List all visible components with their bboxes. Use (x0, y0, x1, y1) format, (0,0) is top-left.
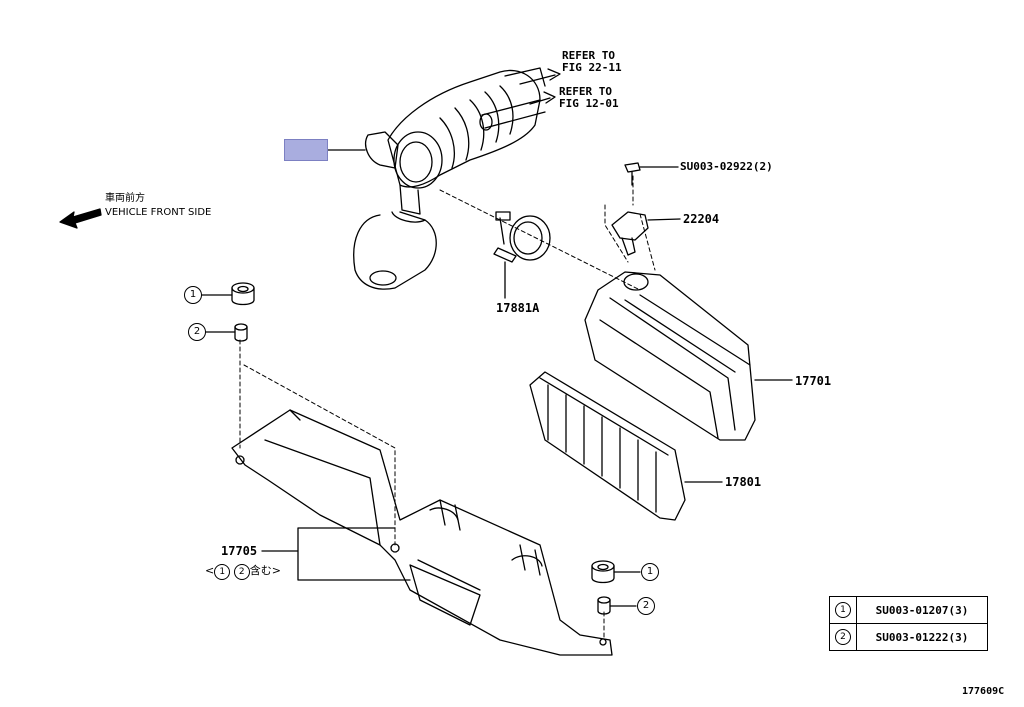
legend-circle-1: 1 (835, 602, 851, 618)
part-label-filter[interactable]: 17801 (725, 475, 762, 489)
legend-circle-2: 2 (835, 629, 851, 645)
front-arrow-shape (59, 208, 102, 229)
air-filter-element (529, 371, 723, 521)
vehicle-front-jp: 車両前方 (105, 193, 145, 204)
part-label-lower-case[interactable]: 17705 (221, 544, 258, 558)
collar-icon-right (597, 596, 611, 615)
part-label-clamp[interactable]: 17881A (496, 301, 540, 315)
refer-arrows (519, 68, 561, 105)
part-label-bolt[interactable]: SU003-02922(2) (680, 160, 773, 173)
figure-id: 177609C (962, 686, 1005, 697)
bolt-icon (624, 162, 679, 186)
callout-circle-1-right[interactable]: 1 (641, 563, 659, 581)
legend-row: 1 SU003-01207(3) (829, 596, 988, 624)
highlighted-part-marker[interactable] (284, 139, 328, 161)
collar-icon-left (234, 323, 248, 342)
intake-hose (387, 67, 546, 189)
parts-legend-table: 1 SU003-01207(3) 2 SU003-01222(3) (829, 596, 988, 651)
grommet-icon-right (591, 560, 615, 584)
resonator (353, 131, 437, 290)
hose-clamp (493, 211, 551, 299)
refer-label-2[interactable]: REFER TO FIG 12-01 (559, 85, 619, 110)
note-circle-1: 1 (214, 564, 231, 580)
callout-circle-2-left[interactable]: 2 (188, 323, 206, 341)
air-cleaner-case-lower (231, 409, 613, 656)
legend-row: 2 SU003-01222(3) (829, 623, 988, 651)
air-cleaner-case-upper (584, 271, 793, 441)
refer-label-1[interactable]: REFER TO FIG 22-11 (562, 49, 622, 74)
part-label-case[interactable]: 17701 (795, 374, 832, 388)
legend-code-1[interactable]: SU003-01207(3) (856, 596, 988, 624)
grommet-icon-left (231, 282, 255, 306)
note-circle-2: 2 (233, 564, 250, 580)
part-label-sensor[interactable]: 22204 (683, 212, 720, 226)
callout-circle-1-left[interactable]: 1 (184, 286, 202, 304)
legend-code-2[interactable]: SU003-01222(3) (856, 623, 988, 651)
mass-air-flow-sensor (611, 211, 681, 256)
vehicle-front-en: VEHICLE FRONT SIDE (105, 207, 212, 218)
callout-circle-2-right[interactable]: 2 (637, 597, 655, 615)
